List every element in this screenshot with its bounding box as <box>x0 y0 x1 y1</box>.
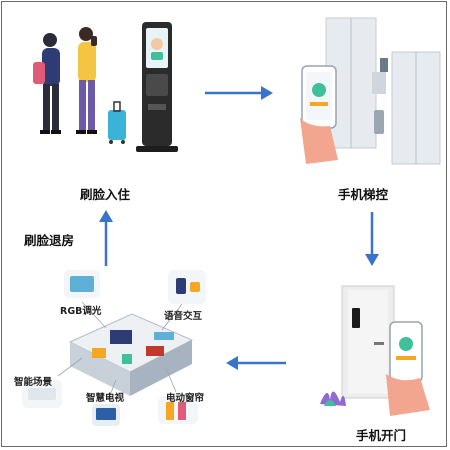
plant-decoration <box>320 391 346 406</box>
smartphone-icon <box>301 65 337 129</box>
step-label-checkout: 刷脸退房 <box>24 233 75 248</box>
arrow-checkin-to-elevator <box>205 86 273 100</box>
elevator-doors-icon <box>325 17 441 165</box>
step-label-checkin: 刷脸入住 <box>80 187 131 202</box>
arrow-elevator-to-door <box>365 212 379 266</box>
hand-holding-phone <box>386 374 430 416</box>
hotel-door-icon <box>341 285 395 399</box>
rgb-light-thumbnail <box>64 270 100 298</box>
arrow-door-to-room <box>226 356 286 370</box>
step-label-elevator: 手机梯控 <box>338 187 389 202</box>
smart-room-illustration <box>22 270 206 426</box>
isometric-room <box>68 313 194 396</box>
feature-label-curtain: 电动窗帘 <box>166 393 205 404</box>
feature-label-voice: 语音交互 <box>164 311 203 322</box>
feature-connector-lines <box>57 301 183 401</box>
door-illustration <box>320 285 430 416</box>
checkin-illustration <box>33 22 178 152</box>
face-kiosk-icon <box>136 22 178 152</box>
luggage-icon <box>108 101 126 144</box>
voice-interaction-thumbnail <box>168 270 206 304</box>
step-label-door: 手机开门 <box>356 428 407 443</box>
elevator-illustration <box>300 17 441 165</box>
feature-label-scene: 智能场景 <box>14 377 53 388</box>
feature-label-tv: 智慧电视 <box>86 393 125 404</box>
arrow-room-to-checkin <box>99 210 113 266</box>
smart-scene-thumbnail <box>22 380 62 408</box>
feature-label-rgb-light: RGB调光 <box>60 306 102 317</box>
smart-tv-thumbnail <box>92 404 120 426</box>
smartphone-icon <box>389 321 423 383</box>
traveler-left-figure <box>33 33 61 134</box>
traveler-right-figure <box>76 27 97 134</box>
electric-curtain-thumbnail <box>158 396 198 424</box>
hand-holding-phone <box>300 118 338 164</box>
